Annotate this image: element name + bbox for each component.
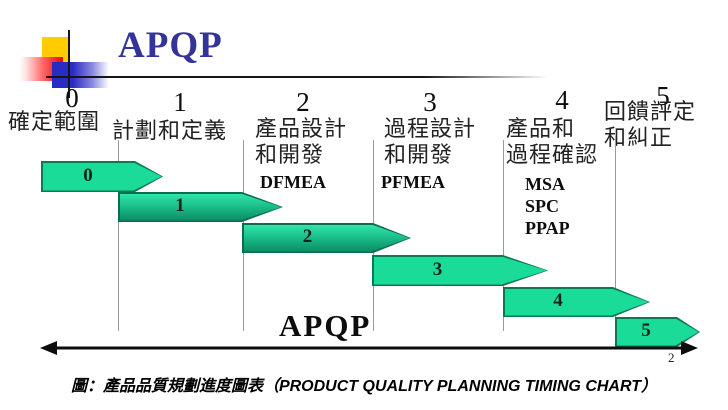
gridline-col-4 [503,140,504,331]
phase-arrow-1-label: 1 [175,195,185,217]
logo-horizontal-line [46,76,548,78]
phase-arrow-0-shape [41,161,163,192]
phase-arrow-0: 0 [41,161,163,192]
right-arrowhead-icon [681,341,698,355]
phase-arrow-2: 2 [242,223,411,253]
gridline-col-5 [615,136,616,331]
phase-label-1: 計劃和定義 [112,119,228,144]
phase-arrow-4-label: 4 [553,290,563,312]
phase-number-4: 4 [555,85,569,115]
phase-arrow-2-shape [242,223,411,253]
figure-caption: 圖：產品品質規劃進度圖表（PRODUCT QUALITY PLANNING TI… [70,378,658,395]
page-number: 2 [668,350,675,365]
milestone-dfmea: DFMEA [260,172,326,192]
milestone-msa-spc-ppap: MSA SPC PPAP [525,174,570,238]
phase-arrow-1: 1 [118,192,283,222]
phase-label-2: 產品設計 和開發 [255,117,348,168]
slide-title: APQP [118,25,223,66]
milestone-pfmea: PFMEA [381,172,445,192]
gridline-col-1 [118,140,119,331]
phase-label-4: 產品和 過程確認 [506,117,599,168]
logo-blue-square [52,62,110,88]
phase-number-1: 1 [173,87,187,117]
phase-arrow-1-shape [118,192,283,222]
phase-arrow-5-label: 5 [641,320,651,342]
phase-number-2: 2 [296,87,310,117]
phase-arrow-2-label: 2 [302,226,313,248]
phase-label-0: 確定範圍 [8,110,101,135]
phase-label-5: 回饋評定 和糾正 [604,100,697,151]
axis-title: APQP [279,308,372,343]
left-arrowhead-icon [40,341,57,355]
phase-number-0: 0 [65,83,79,113]
logo-vertical-line [68,30,70,98]
phase-arrow-0-label: 0 [83,164,93,186]
phase-arrow-3-label: 3 [432,258,443,280]
phase-label-3: 過程設計 和開發 [384,117,477,168]
phase-number-5: 5 [656,81,670,111]
phase-arrow-3: 3 [372,255,548,286]
phase-number-3: 3 [423,87,437,117]
phase-arrow-4: 4 [503,287,650,317]
phase-arrow-5: 5 [615,317,700,347]
timeline-double-arrow [40,341,698,355]
